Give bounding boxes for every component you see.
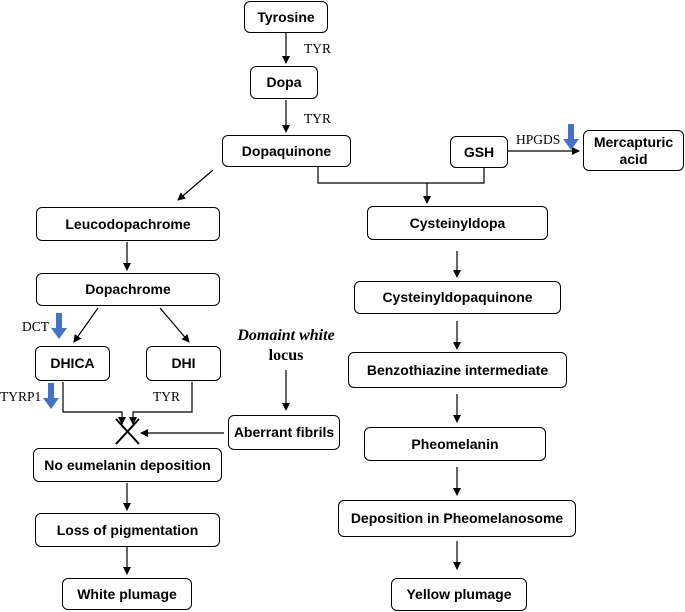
node-mercapturic-acid: Mercapturic acid <box>583 130 684 171</box>
node-cysteinyldopaquinone: Cysteinyldopaquinone <box>354 281 561 314</box>
node-dopachrome: Dopachrome <box>36 273 220 306</box>
enzyme-label-tyrp1: TYRP1 <box>0 389 42 404</box>
node-benzothiazine-intermediate: Benzothiazine intermediate <box>348 352 567 388</box>
node-aberrant-fibrils: Aberrant fibrils <box>228 415 340 450</box>
node-pheomelanin: Pheomelanin <box>364 427 546 461</box>
locus-line-1: Domaint white <box>237 327 335 344</box>
enzyme-label-hpgds: HPGDS <box>516 132 561 147</box>
enzyme-label-tyr: TYR <box>304 111 331 126</box>
node-dhica: DHICA <box>35 346 110 381</box>
node-no-eumelanin-deposition: No eumelanin deposition <box>33 448 222 482</box>
connector-dhica-block <box>62 382 126 425</box>
node-dopaquinone: Dopaquinone <box>222 135 351 167</box>
dominant-white-locus-label: Domaint white locus <box>226 326 346 366</box>
enzyme-label-tyr: TYR <box>153 389 180 404</box>
locus-line-2: locus <box>268 347 304 364</box>
enzyme-label-dct: DCT <box>22 319 49 334</box>
arrow-dopachrome-dhica <box>73 307 99 343</box>
down-regulation-arrow-icon <box>43 383 59 409</box>
node-loss-of-pigmentation: Loss of pigmentation <box>35 513 220 547</box>
connector-dopaquinone-gsh <box>317 167 485 184</box>
arrow-dopachrome-dhi <box>159 307 190 343</box>
node-tyrosine: Tyrosine <box>244 1 328 33</box>
arrow-dopaquinone-leucodopachrome <box>177 169 214 201</box>
node-leucodopachrome: Leucodopachrome <box>36 207 220 241</box>
node-cysteinyldopa: Cysteinyldopa <box>367 206 548 240</box>
block-cross-icon <box>115 418 140 445</box>
connector-dhi-block <box>129 382 193 425</box>
node-gsh: GSH <box>450 136 508 168</box>
enzyme-label-tyr: TYR <box>304 41 331 56</box>
node-yellow-plumage: Yellow plumage <box>391 578 527 611</box>
node-dhi: DHI <box>146 346 221 381</box>
node-deposition-in-pheomelanosome: Deposition in Pheomelanosome <box>338 500 576 537</box>
down-regulation-arrow-icon <box>563 124 579 150</box>
node-dopa: Dopa <box>250 66 318 99</box>
down-regulation-arrow-icon <box>51 313 67 339</box>
node-white-plumage: White plumage <box>62 578 192 610</box>
